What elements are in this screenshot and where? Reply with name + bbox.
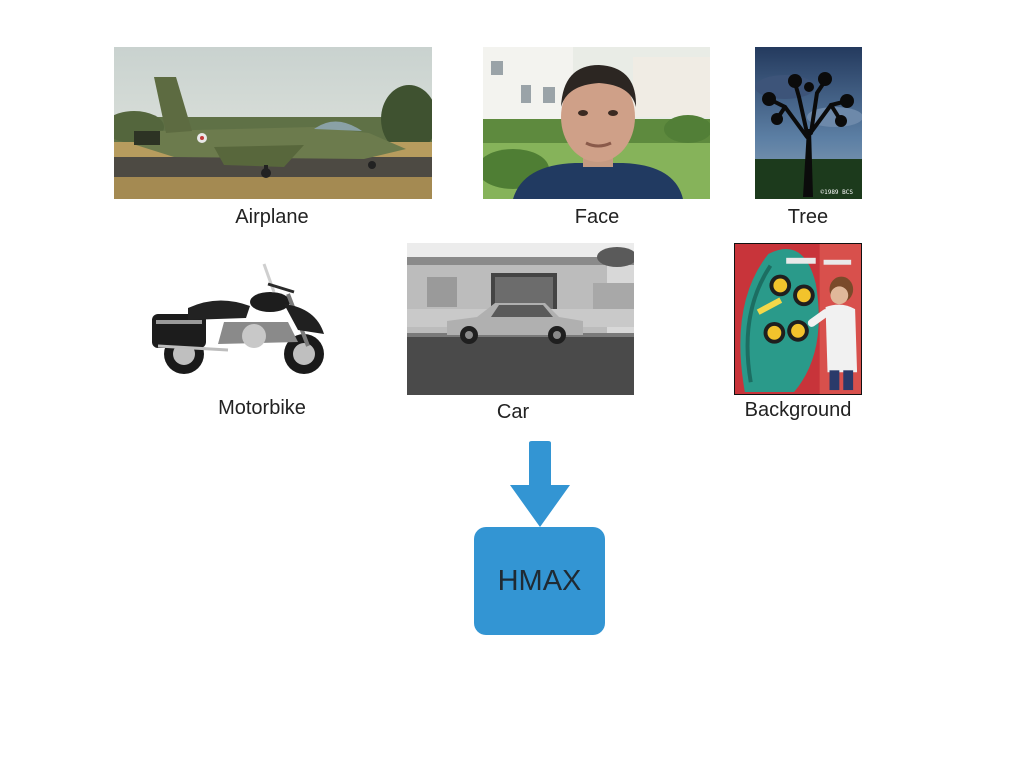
face-label: Face bbox=[574, 206, 620, 228]
down-arrow-icon bbox=[510, 441, 570, 527]
hmax-model-box: HMAX bbox=[474, 527, 605, 635]
car-label: Car bbox=[496, 401, 530, 423]
motorbike-image bbox=[148, 258, 330, 376]
tree-label: Tree bbox=[787, 206, 829, 228]
airplane-label: Airplane bbox=[235, 206, 309, 228]
background-image bbox=[734, 243, 862, 395]
background-label: Background bbox=[744, 399, 852, 421]
face-image bbox=[483, 47, 710, 199]
tree-photo-caption: ©1989 BCS bbox=[820, 189, 853, 196]
airplane-image bbox=[114, 47, 432, 199]
tree-image: ©1989 BCS bbox=[755, 47, 862, 199]
hmax-label: HMAX bbox=[497, 564, 582, 597]
car-image bbox=[407, 243, 634, 395]
motorbike-label: Motorbike bbox=[218, 397, 306, 419]
